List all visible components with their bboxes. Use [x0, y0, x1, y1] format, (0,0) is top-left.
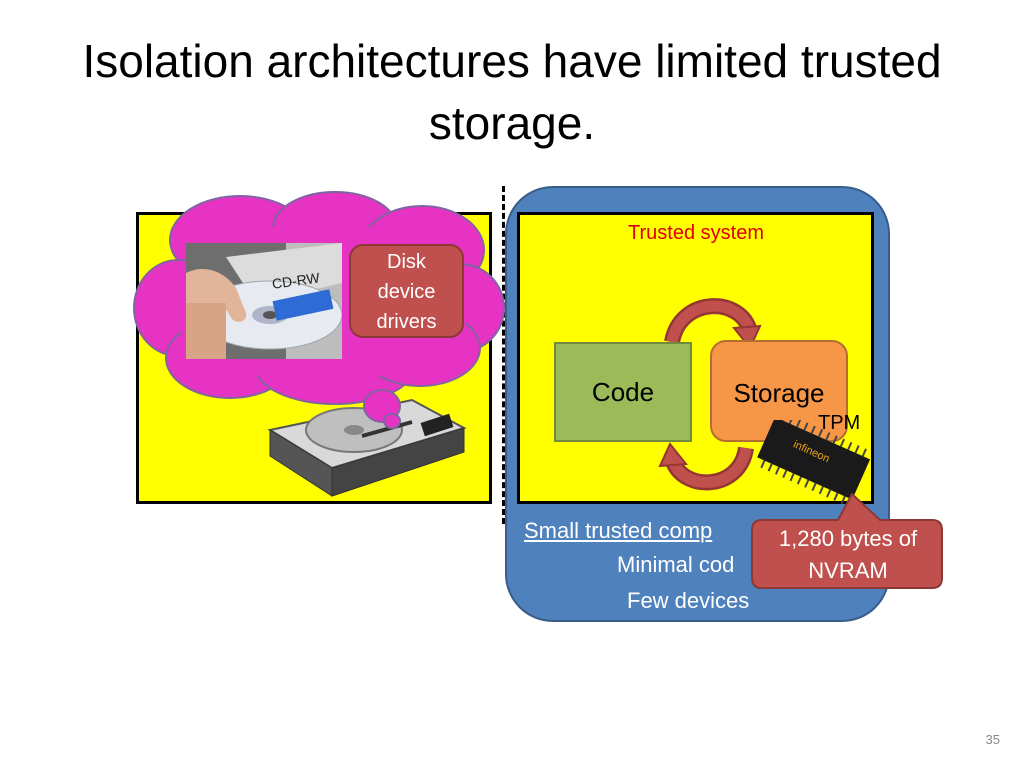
- page-number: 35: [985, 732, 1000, 747]
- disk-line-2: device: [377, 281, 436, 303]
- nvram-callout: [751, 492, 943, 589]
- code-label: Code: [591, 376, 655, 407]
- disk-drivers-callout: [349, 244, 464, 338]
- nvram-line-2: NVRAM: [808, 558, 888, 583]
- minimal-code-label: Minimal cod: [617, 552, 735, 577]
- cd-label: CD-RW: [271, 269, 321, 292]
- isolation-divider: [502, 186, 505, 524]
- cd-drive-photo: CD-RW: [186, 243, 342, 359]
- slide-title: Isolation architectures have limited tru…: [82, 35, 942, 149]
- small-trusted-component-label: Small trusted comp: [524, 518, 713, 543]
- disk-drivers-label: Disk device drivers: [350, 247, 463, 337]
- tpm-label: TPM: [818, 412, 861, 434]
- trusted-system-label: Trusted system: [628, 222, 764, 244]
- disk-line-3: drivers: [376, 311, 437, 333]
- tpm-chip-icon: infineon: [757, 420, 871, 504]
- cycle-arrows-icon: [658, 298, 762, 491]
- nvram-line-1: 1,280 bytes of: [778, 526, 918, 551]
- storage-label: Storage: [733, 378, 825, 408]
- disk-line-1: Disk: [387, 251, 426, 273]
- nvram-label: 1,280 bytes of NVRAM: [754, 523, 942, 587]
- few-devices-label: Few devices: [627, 588, 750, 613]
- code-box: Code: [554, 342, 692, 442]
